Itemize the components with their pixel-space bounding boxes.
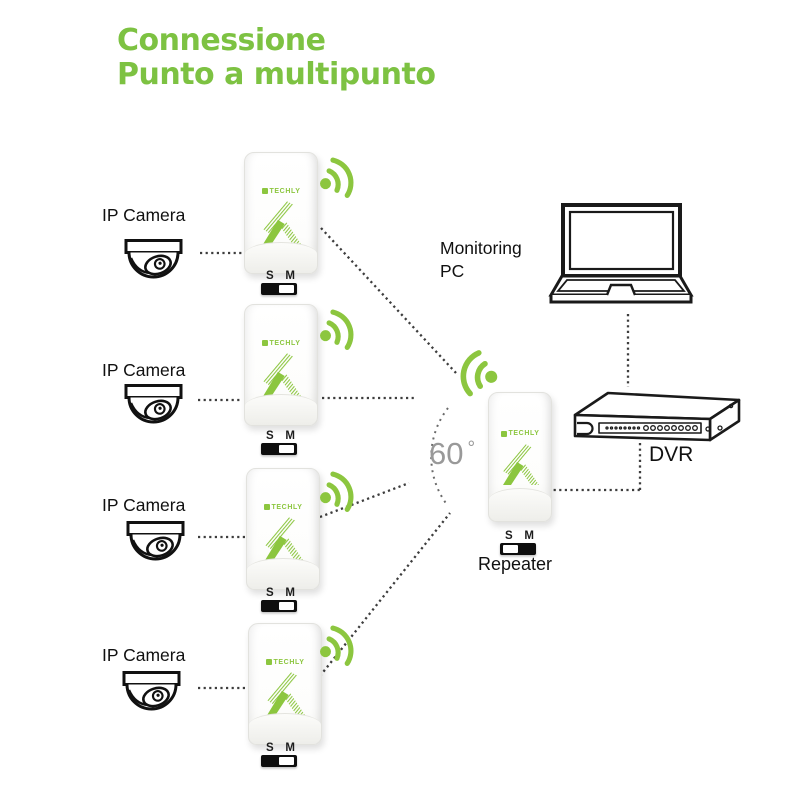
switch-housing bbox=[261, 600, 297, 612]
switch-label-s: S bbox=[266, 587, 274, 599]
techly-k-mark bbox=[260, 353, 302, 397]
switch-label-s: S bbox=[505, 530, 513, 542]
techly-logo-text: TECHLY bbox=[508, 430, 540, 438]
techly-logo-text: TECHLY bbox=[271, 503, 303, 511]
dvr-icon bbox=[573, 391, 741, 442]
laptop-icon bbox=[548, 203, 694, 304]
dvr-label: DVR bbox=[649, 443, 694, 466]
device-cap bbox=[247, 558, 319, 589]
switch-label-s: S bbox=[266, 742, 274, 754]
switch-housing bbox=[261, 755, 297, 767]
camera1-label: IP Camera bbox=[102, 205, 186, 225]
switch-label-m: M bbox=[285, 587, 295, 599]
device-cap bbox=[245, 242, 317, 273]
link-ap4-repeater bbox=[319, 512, 451, 677]
device-cap bbox=[489, 488, 551, 521]
techly-logo-1: TECHLY bbox=[245, 188, 317, 195]
techly-k-mark bbox=[260, 201, 302, 245]
page-title: Connessione Punto a multipunto bbox=[117, 23, 436, 92]
camera4-label: IP Camera bbox=[102, 645, 186, 665]
ip-camera-icon-4 bbox=[116, 670, 186, 718]
switch-knob bbox=[279, 445, 294, 453]
access-point-3: TECHLY bbox=[246, 468, 320, 590]
techly-logo-square bbox=[263, 504, 270, 511]
monitoring-pc-label-line1: Monitoring bbox=[440, 238, 522, 258]
techly-k-mark bbox=[262, 517, 304, 561]
switch-housing bbox=[261, 443, 297, 455]
link-ap3-repeater bbox=[319, 481, 410, 519]
ip-camera-icon-1 bbox=[118, 238, 188, 286]
access-point-2: TECHLY bbox=[244, 304, 318, 426]
techly-k-mark bbox=[500, 444, 540, 486]
techly-logo-text: TECHLY bbox=[269, 187, 301, 195]
techly-logo-square bbox=[500, 430, 507, 437]
camera3-label: IP Camera bbox=[102, 495, 186, 515]
switch-knob bbox=[279, 757, 294, 765]
techly-logo-square bbox=[261, 340, 268, 347]
title-line-1: Connessione bbox=[117, 23, 326, 58]
ip-camera-icon-3 bbox=[120, 520, 190, 568]
access-point-1: TECHLY bbox=[244, 152, 318, 274]
techly-logo-4: TECHLY bbox=[249, 659, 321, 666]
techly-logo-repeater: TECHLY bbox=[489, 430, 551, 437]
switch-label-m: M bbox=[285, 742, 295, 754]
beam-angle-arc bbox=[430, 407, 449, 507]
access-point-4: TECHLY bbox=[248, 623, 322, 745]
camera2-label: IP Camera bbox=[102, 360, 186, 380]
repeater-label: Repeater bbox=[478, 554, 553, 574]
switch-label-s: S bbox=[266, 270, 274, 282]
switch-housing bbox=[500, 543, 536, 555]
switch-knob bbox=[279, 285, 294, 293]
techly-logo-text: TECHLY bbox=[273, 658, 305, 666]
switch-knob bbox=[279, 602, 294, 610]
switch-knob bbox=[503, 545, 518, 553]
switch-label-m: M bbox=[285, 270, 295, 282]
title-line-2: Punto a multipunto bbox=[117, 57, 436, 92]
techly-logo-text: TECHLY bbox=[269, 339, 301, 347]
device-cap bbox=[249, 713, 321, 744]
beam-angle-unit: ° bbox=[467, 438, 476, 459]
switch-housing bbox=[261, 283, 297, 295]
switch-label-m: M bbox=[285, 430, 295, 442]
ip-camera-icon-2 bbox=[118, 383, 188, 431]
beam-angle-value: 60 bbox=[429, 436, 464, 471]
techly-logo-square bbox=[265, 659, 272, 666]
techly-logo-2: TECHLY bbox=[245, 340, 317, 347]
techly-k-mark bbox=[264, 672, 306, 716]
repeater-device: TECHLY bbox=[488, 392, 552, 522]
switch-label-m: M bbox=[524, 530, 534, 542]
device-cap bbox=[245, 394, 317, 425]
techly-logo-square bbox=[261, 188, 268, 195]
monitoring-pc-label: Monitoring PC bbox=[440, 237, 522, 283]
monitoring-pc-label-line2: PC bbox=[440, 261, 465, 281]
switch-label-s: S bbox=[266, 430, 274, 442]
beam-angle-label: 60° bbox=[429, 436, 475, 472]
techly-logo-3: TECHLY bbox=[247, 504, 319, 511]
